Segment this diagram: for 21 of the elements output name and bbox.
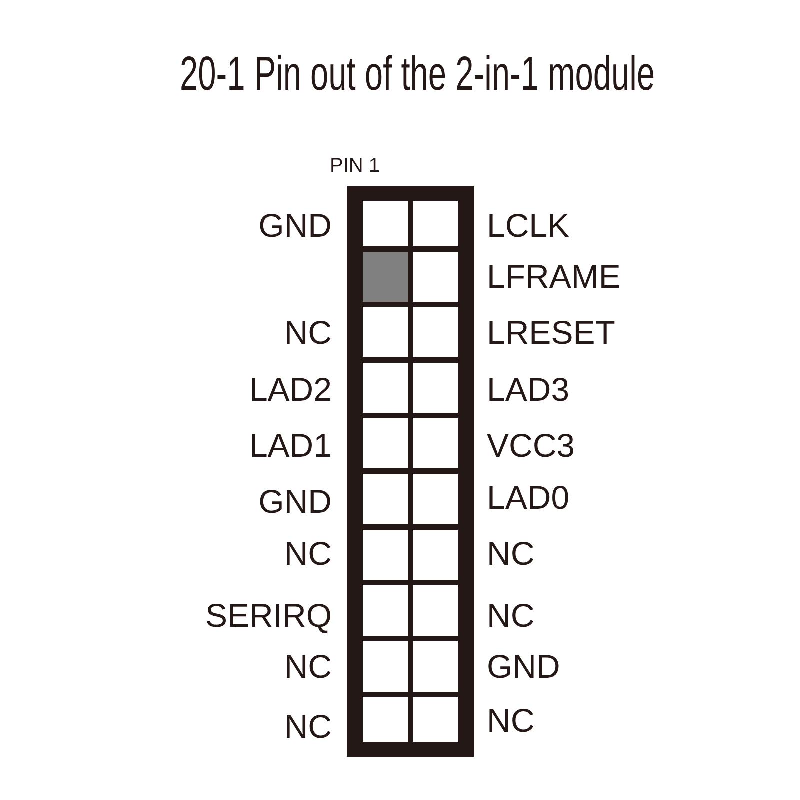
pin-label: LAD2 xyxy=(249,373,332,406)
pin-label: GND xyxy=(258,485,332,518)
pin-label: LRESET xyxy=(487,316,616,349)
pin-label: LCLK xyxy=(487,209,570,242)
pin-label: VCC3 xyxy=(487,429,576,462)
pin-label: LAD1 xyxy=(249,429,332,462)
pin-label: NC xyxy=(487,599,535,632)
pin-label: LFRAME xyxy=(487,260,621,293)
pin-label: SERIRQ xyxy=(205,599,332,632)
pin-label: LAD0 xyxy=(487,481,570,514)
pin-label: NC xyxy=(284,537,332,570)
pin-label: NC xyxy=(487,537,535,570)
pin-label: NC xyxy=(284,316,332,349)
pin-label: NC xyxy=(284,650,332,683)
pin-label: GND xyxy=(487,650,560,683)
pin-label: NC xyxy=(487,704,535,737)
pin-label: GND xyxy=(258,209,332,242)
pin-label: LAD3 xyxy=(487,373,570,406)
pin-number-label: PIN 1 xyxy=(330,156,380,176)
title: 20-1 Pin out of the 2-in-1 module xyxy=(180,51,655,99)
pin-label: NC xyxy=(284,710,332,743)
